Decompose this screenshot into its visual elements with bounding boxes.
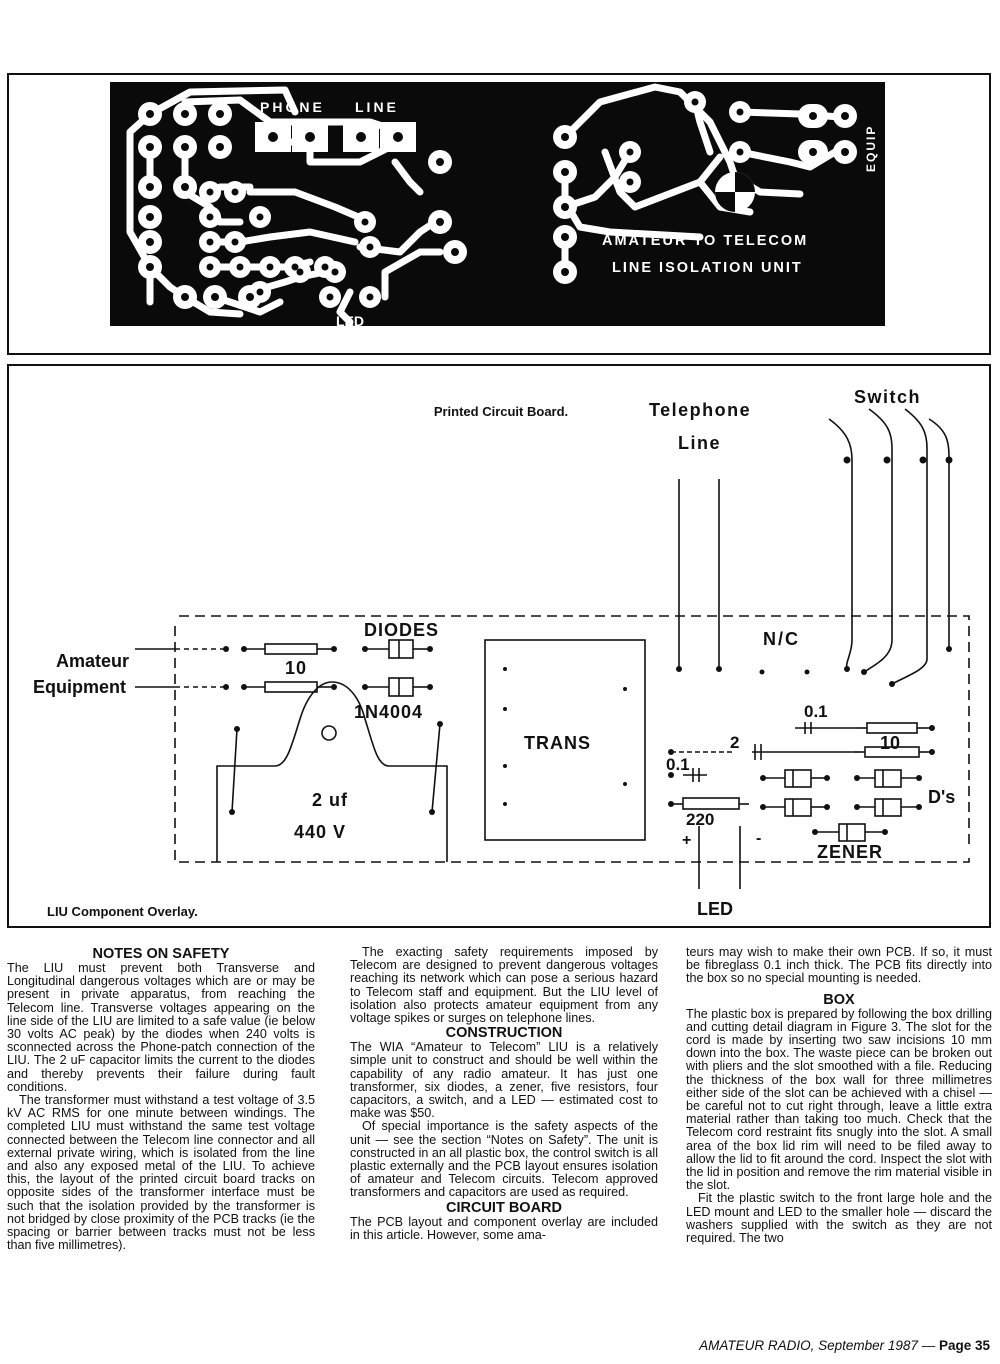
capacitor-2uf-outline — [216, 681, 448, 862]
label-led: LED — [697, 899, 733, 919]
label-1n4004: 1N4004 — [354, 702, 424, 722]
resistor-220 — [682, 797, 740, 810]
label-cap-voltage: 440 V — [294, 822, 347, 842]
board-outline — [174, 615, 970, 863]
overlay-figure: LIU Component Overlay. — [7, 364, 991, 928]
article-column-3: teurs may wish to make their own PCB. If… — [686, 945, 992, 1246]
label-trans: TRANS — [524, 733, 591, 753]
issue-date: , September 1987 — — [810, 1338, 939, 1353]
capacitor-mount-hole — [321, 725, 337, 741]
label-line: Line — [678, 433, 722, 453]
pcb-title-line1: AMATEUR TO TELECOM — [602, 233, 808, 249]
label-resistor-220: 220 — [686, 810, 715, 829]
heading-circuit-board: CIRCUIT BOARD — [446, 1199, 562, 1216]
component-overlay-drawing — [135, 408, 970, 889]
pcb-figure: Printed Circuit Board. — [7, 73, 991, 419]
paragraph: The plastic box is prepared by following… — [686, 1006, 992, 1193]
label-equipment: Equipment — [33, 677, 126, 697]
paragraph: The transformer must withstand a test vo… — [7, 1093, 315, 1253]
transformer-outline — [484, 639, 646, 841]
heading-construction: CONSTRUCTION — [445, 1025, 563, 1042]
overlay-caption: LIU Component Overlay. — [47, 904, 198, 919]
diode-bottom — [388, 677, 414, 697]
label-led-minus: - — [756, 830, 762, 847]
page-footer: AMATEUR RADIO, September 1987 — Page 35 — [699, 1338, 990, 1353]
paragraph: The exacting safety requirements imposed… — [350, 945, 658, 1026]
pcb-label-led: LED — [336, 313, 364, 326]
resistor-10-top — [264, 643, 318, 655]
label-zener: ZENER — [817, 842, 884, 862]
article-column-2: The exacting safety requirements imposed… — [350, 945, 658, 1242]
magazine-name: AMATEUR RADIO — [699, 1338, 811, 1353]
label-diodes: DIODES — [364, 620, 440, 640]
pcb-artwork: PHONE LINE AMATEUR TO TELECOM LINE ISOLA… — [110, 82, 885, 326]
resistor-10-bottom — [264, 681, 318, 693]
pcb-label-equip: EQUIP — [864, 125, 878, 172]
label-resistor-10-right: 10 — [880, 733, 901, 753]
zener-diode — [838, 823, 866, 842]
paragraph: teurs may wish to make their own PCB. If… — [686, 945, 992, 986]
label-resistor-10: 10 — [285, 658, 308, 678]
label-cap-01-left: 0.1 — [666, 755, 690, 774]
label-led-plus: + — [682, 832, 692, 849]
paragraph: Of special importance is the safety aspe… — [350, 1119, 658, 1200]
label-cap-01-top: 0.1 — [804, 702, 828, 721]
label-ds: D's — [928, 787, 956, 807]
pcb-label-line: LINE — [355, 99, 399, 115]
pcb-traces: PHONE LINE AMATEUR TO TELECOM LINE ISOLA… — [126, 83, 878, 326]
pcb-caption: Printed Circuit Board. — [433, 404, 569, 419]
pcb-label-phone: PHONE — [260, 99, 325, 115]
paragraph: The LIU must prevent both Transverse and… — [7, 961, 315, 1094]
paragraph: The WIA “Amateur to Telecom” LIU is a re… — [350, 1040, 658, 1121]
label-telephone: Telephone — [649, 400, 752, 420]
pcb-title-line2: LINE ISOLATION UNIT — [612, 260, 803, 276]
label-switch: Switch — [854, 387, 922, 407]
label-cap-2: 2 — [730, 733, 740, 752]
heading-notes-on-safety: NOTES ON SAFETY — [92, 946, 230, 962]
label-cap-value: 2 uf — [312, 790, 349, 810]
diode-top — [388, 639, 414, 659]
paragraph: Fit the plastic switch to the front larg… — [686, 1191, 992, 1246]
heading-box: BOX — [823, 991, 855, 1008]
article-column-1: NOTES ON SAFETY The LIU must prevent bot… — [7, 946, 315, 1252]
label-amateur: Amateur — [56, 651, 130, 671]
label-nc: N/C — [763, 629, 800, 649]
resistor-10-right — [866, 722, 918, 734]
page-number: Page 35 — [938, 1338, 990, 1353]
paragraph: The PCB layout and component overlay are… — [350, 1214, 658, 1242]
